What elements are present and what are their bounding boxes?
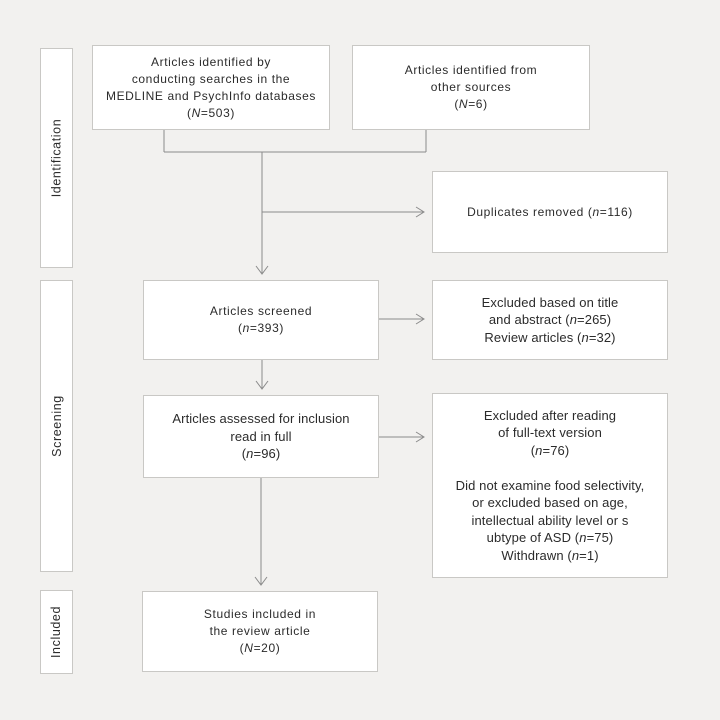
box-duplicates-removed: Duplicates removed (n=116) [432,171,668,253]
stage-identification: Identification [40,48,73,268]
box-duplicates-removed-text: Duplicates removed (n=116) [467,204,633,219]
stage-included: Included [40,590,73,674]
box-articles-screened-text: Articles screened(n=393) [209,304,313,335]
stage-screening-label: Screening [49,395,64,457]
stage-identification-label: Identification [49,118,64,198]
arrowhead-right-excluded-full-icon [415,431,425,443]
arrowhead-down-included-icon [254,576,268,586]
arrowhead-right-excluded-title-icon [415,313,425,325]
stage-screening: Screening [40,280,73,572]
arrowhead-right-duplicates-icon [415,206,425,218]
arrowhead-down-assessed-icon [255,380,269,390]
arrowhead-down-screened-icon [255,265,269,275]
box-articles-screened: Articles screened(n=393) [143,280,379,360]
stage-included-label: Included [49,605,64,659]
connector-merge-top [163,130,427,153]
